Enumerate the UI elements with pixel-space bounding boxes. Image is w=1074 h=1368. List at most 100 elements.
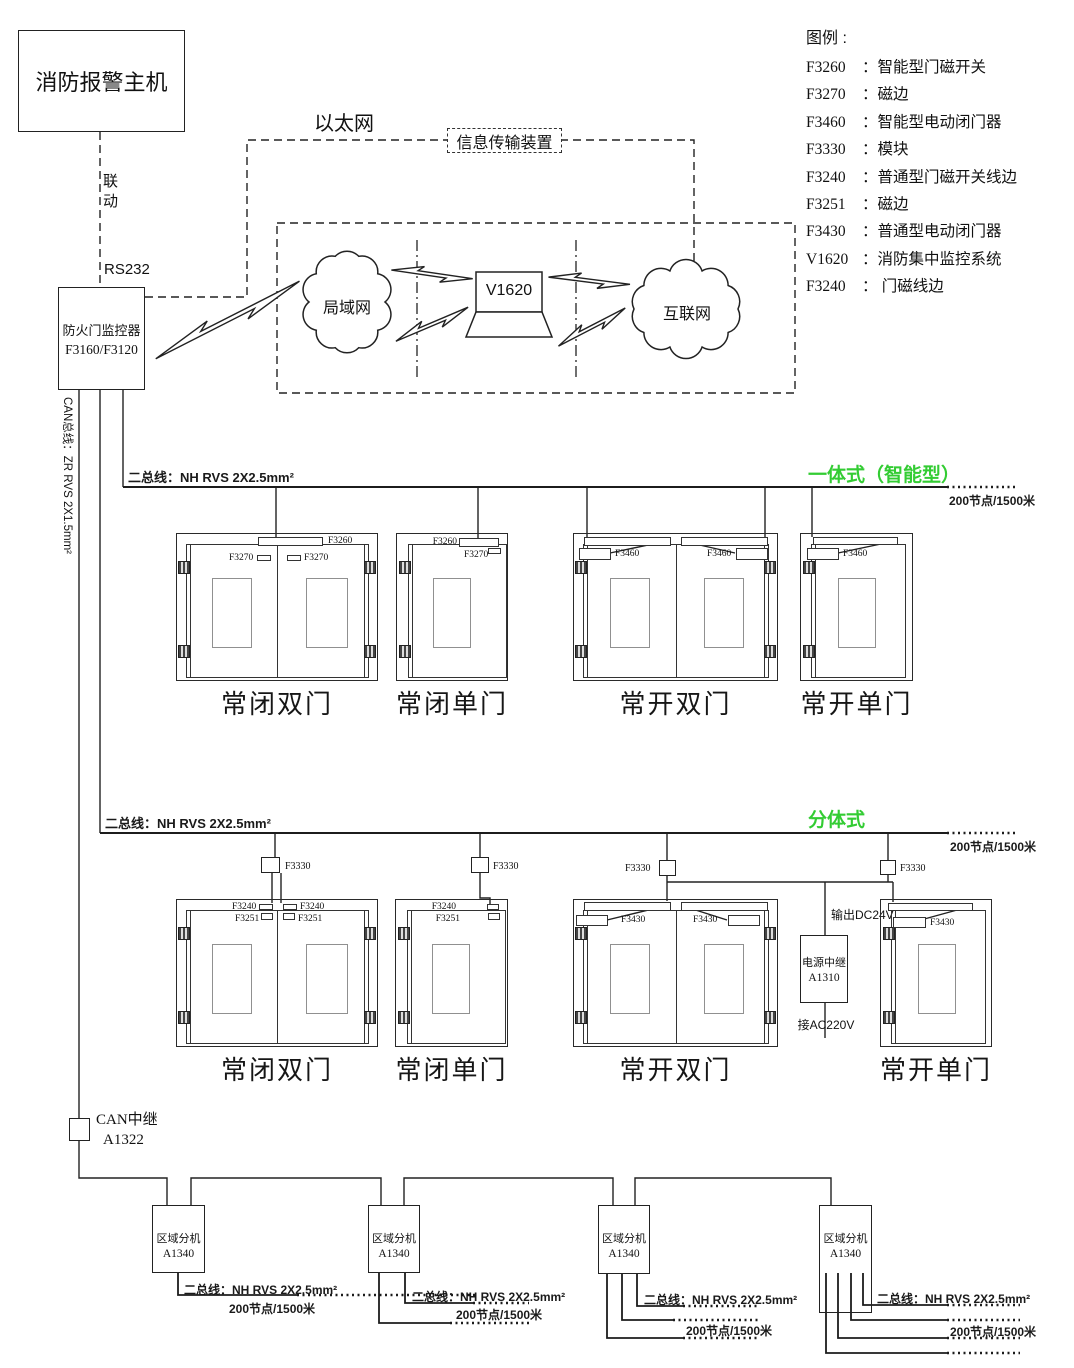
f3330-tag: F3330 [493,861,519,872]
door-jamb-line [764,544,765,678]
unit1-bus-label: 二总线：NH RVS 2X2.5mm² [184,1283,338,1297]
f3251-tag: F3251 [298,914,323,924]
unit2-bus-capacity: 200节点/1500米 [456,1308,543,1322]
unit4-bus-capacity: 200节点/1500米 [950,1325,1037,1339]
power-relay-model: A1310 [808,972,840,984]
f3240-tag: F3240 [300,902,325,912]
regional-unit-box: 区域分机 A1340 [152,1205,205,1273]
hinge-icon [575,561,587,574]
legend-item: F3270：磁边 [806,81,1074,108]
f3330-module [471,857,489,873]
f3270-magnet [287,555,301,561]
f3251-magnet [261,913,273,920]
f3260-sensor [459,538,499,547]
unit4-bus-a [862,1273,947,1306]
can-chain-3 [403,1177,614,1205]
f3330-tag: F3330 [900,863,926,874]
regional-unit-name: 区域分机 [823,1233,868,1245]
power-relay-name: 电源中继 [802,957,846,969]
unit2-bus-label: 二总线：NH RVS 2X2.5mm² [412,1290,566,1304]
hinge-icon [803,561,815,574]
unit1-bus [177,1273,297,1296]
door-row2-no-single: F3430 [880,899,992,1047]
closer-track [888,903,973,911]
f3260-tag: F3260 [328,536,353,546]
hinge-icon [178,645,190,658]
lan-cloud-label: 局域网 [322,300,371,317]
door-window [432,944,470,1014]
legend-code: F3430 [806,223,846,241]
transmission-device-box: 信息传输装置 [447,128,562,153]
f3460-tag: F3460 [615,549,640,559]
door-jamb-line [895,910,896,1044]
legend-code: F3260 [806,59,846,76]
door-label: 常开单门 [880,1055,993,1085]
bolt-laptop-internet-upper [547,260,631,302]
f3330-tag: F3330 [285,861,311,872]
door-jamb-line [411,910,412,1044]
door-window [610,578,650,648]
fire-alarm-host-box: 消防报警主机 [18,30,185,132]
fire-door-monitor-model: F3160/F3120 [65,341,138,357]
bus1-drops [275,487,813,538]
unit2-bus-b [378,1273,450,1324]
door-window [838,578,876,648]
f3251-magnet [488,913,500,920]
f3251-tag: F3251 [235,914,260,924]
internet-cloud-label: 互联网 [662,306,711,323]
unit4-bus-label: 二总线：NH RVS 2X2.5mm² [877,1292,1031,1306]
regional-unit-model: A1340 [378,1247,410,1260]
door-center-divider [676,544,677,678]
door-row2-nc-double: F3240 F3240 F3251 F3251 [176,899,378,1047]
door-jamb-line [190,910,191,1044]
bus2-label: 二总线：NH RVS 2X2.5mm² [105,816,271,831]
regional-unit-box: 区域分机 A1340 [368,1205,420,1273]
door-row1-nc-double: F3260 F3270 F3270 [176,533,378,681]
f3240-sensor [259,904,273,910]
bus1-capacity: 200节点/1500米 [949,494,1036,508]
legend-item: F3251：磁边 [806,191,1074,218]
f3460-closer [807,548,839,560]
legend-code: F3460 [806,113,846,131]
unit1-bus-capacity: 200节点/1500米 [229,1302,316,1316]
door-window [212,944,252,1014]
can-relay-model: A1322 [103,1132,144,1148]
door-label: 常闭双门 [220,1055,333,1085]
hinge-icon [883,1011,895,1024]
door-jamb-line [587,544,588,678]
f3330-module [261,857,280,873]
door-leaf-area [408,544,507,678]
f3430-tag: F3430 [621,915,646,925]
f3240-sensor [283,904,297,910]
legend-item: F3240：普通型门磁开关线边 [806,164,1074,191]
unit3-bus-c [606,1274,683,1339]
door-window [306,578,348,648]
internet-cloud [631,258,741,360]
hinge-icon [398,927,410,940]
f3430-closer [893,917,926,928]
f3430-closer [576,915,608,926]
bus2-capacity: 200节点/1500米 [950,840,1037,854]
unit3-bus-b [621,1274,673,1321]
f3330-module [659,860,676,876]
f3240-sensor [487,904,499,910]
f3330-tag: F3330 [625,863,651,874]
legend-item: F3430：普通型电动闭门器 [806,218,1074,245]
door-window [918,944,956,1014]
f3251-magnet [283,913,295,920]
door-leaf-area [407,910,506,1044]
door-window [610,944,650,1014]
door-jamb-line [190,544,191,678]
bus2-drops [274,833,889,860]
bolt-monitor-lan [147,280,309,360]
door-label: 常闭双门 [220,689,333,719]
door-row2-no-double: F3430 F3430 [573,899,778,1047]
f3330-2-wire [479,873,491,904]
hinge-icon [398,1011,410,1024]
f3240-tag: F3240 [431,902,456,912]
f3270-magnet [257,555,271,561]
hinge-icon [399,561,411,574]
door-label: 常开单门 [800,689,913,719]
unit4-bus-b [850,1273,947,1321]
